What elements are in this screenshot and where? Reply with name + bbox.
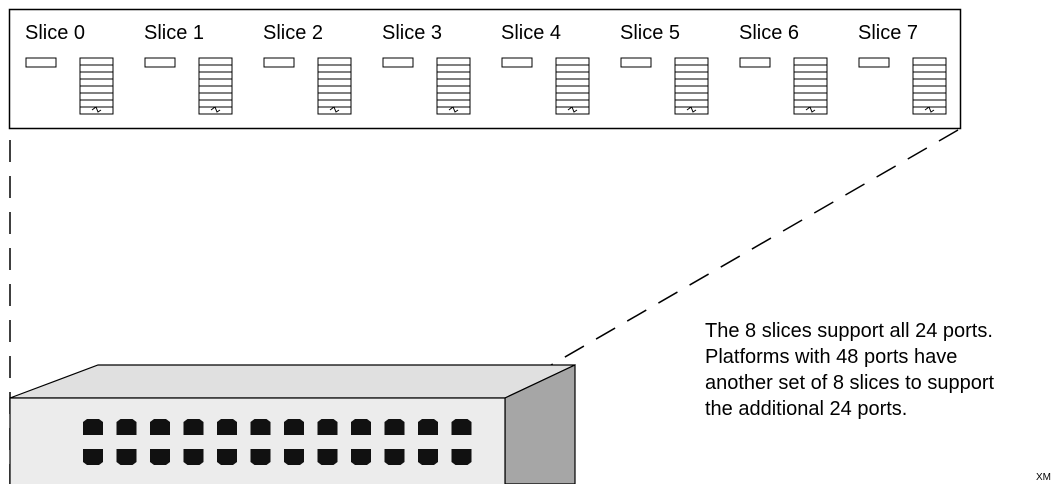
slice-table-break-mark bbox=[567, 106, 578, 113]
switch-front-face bbox=[9, 397, 506, 484]
slice-0 bbox=[25, 57, 114, 115]
slice-label: Slice 3 bbox=[381, 22, 443, 44]
slice-register-box bbox=[144, 57, 176, 68]
switch-port bbox=[451, 419, 472, 435]
switch-port bbox=[351, 449, 371, 465]
slice-4 bbox=[501, 57, 590, 115]
connector-right-dashed-line bbox=[519, 129, 959, 384]
slice-label: Slice 7 bbox=[857, 22, 919, 44]
slice-register-box bbox=[382, 57, 414, 68]
switch-port bbox=[183, 419, 204, 435]
slice-label: Slice 6 bbox=[738, 22, 800, 44]
slice-register-box bbox=[620, 57, 652, 68]
switch-port bbox=[150, 419, 170, 435]
slice-label: Slice 4 bbox=[500, 22, 562, 44]
switch-port bbox=[116, 419, 137, 435]
slice-table-break-mark bbox=[329, 106, 340, 113]
slice-label: Slice 0 bbox=[24, 22, 86, 44]
slice-label: Slice 5 bbox=[619, 22, 681, 44]
slice-6 bbox=[739, 57, 828, 115]
slice-3 bbox=[382, 57, 471, 115]
slice-table-break-mark bbox=[805, 106, 816, 113]
switch-port bbox=[83, 449, 103, 465]
switch-port bbox=[317, 419, 338, 435]
switch-port bbox=[250, 449, 271, 465]
switch-port bbox=[284, 419, 304, 435]
switch-port bbox=[451, 449, 472, 465]
slice-table-break-mark bbox=[448, 106, 459, 113]
slice-label: Slice 2 bbox=[262, 22, 324, 44]
slice-table-break-mark bbox=[210, 106, 221, 113]
switch-port bbox=[317, 449, 338, 465]
slice-2 bbox=[263, 57, 352, 115]
switch-port bbox=[284, 449, 304, 465]
slice-register-box bbox=[25, 57, 57, 68]
slice-register-box bbox=[501, 57, 533, 68]
slice-1 bbox=[144, 57, 233, 115]
switch-top-face bbox=[9, 364, 576, 399]
switch-port bbox=[351, 419, 371, 435]
switch-port bbox=[150, 449, 170, 465]
slice-label: Slice 1 bbox=[143, 22, 205, 44]
switch-port bbox=[217, 449, 237, 465]
slices-group bbox=[25, 57, 947, 115]
slice-register-box bbox=[739, 57, 771, 68]
slice-table-break-mark bbox=[91, 106, 102, 113]
slice-table-break-mark bbox=[686, 106, 697, 113]
slice-5 bbox=[620, 57, 709, 115]
switch-port bbox=[83, 419, 103, 435]
switch-port bbox=[183, 449, 204, 465]
switch-port bbox=[418, 449, 438, 465]
switch-port bbox=[418, 419, 438, 435]
description-line: another set of 8 slices to support bbox=[705, 372, 995, 394]
switch-port bbox=[217, 419, 237, 435]
description-line: Platforms with 48 ports have bbox=[705, 346, 958, 368]
switch-port bbox=[116, 449, 137, 465]
switch-ports bbox=[83, 419, 472, 465]
description-line: the additional 24 ports. bbox=[705, 398, 908, 420]
slice-register-box bbox=[263, 57, 295, 68]
switch-port bbox=[384, 419, 405, 435]
slice-table-break-mark bbox=[924, 106, 935, 113]
description-note: The 8 slices support all 24 ports. Platf… bbox=[705, 318, 1063, 422]
slice-7 bbox=[858, 57, 947, 115]
switch-port bbox=[384, 449, 405, 465]
footer-mark: XM bbox=[1036, 472, 1051, 483]
slice-register-box bbox=[858, 57, 890, 68]
description-line: The 8 slices support all 24 ports. bbox=[705, 320, 993, 342]
switch-port bbox=[250, 419, 271, 435]
